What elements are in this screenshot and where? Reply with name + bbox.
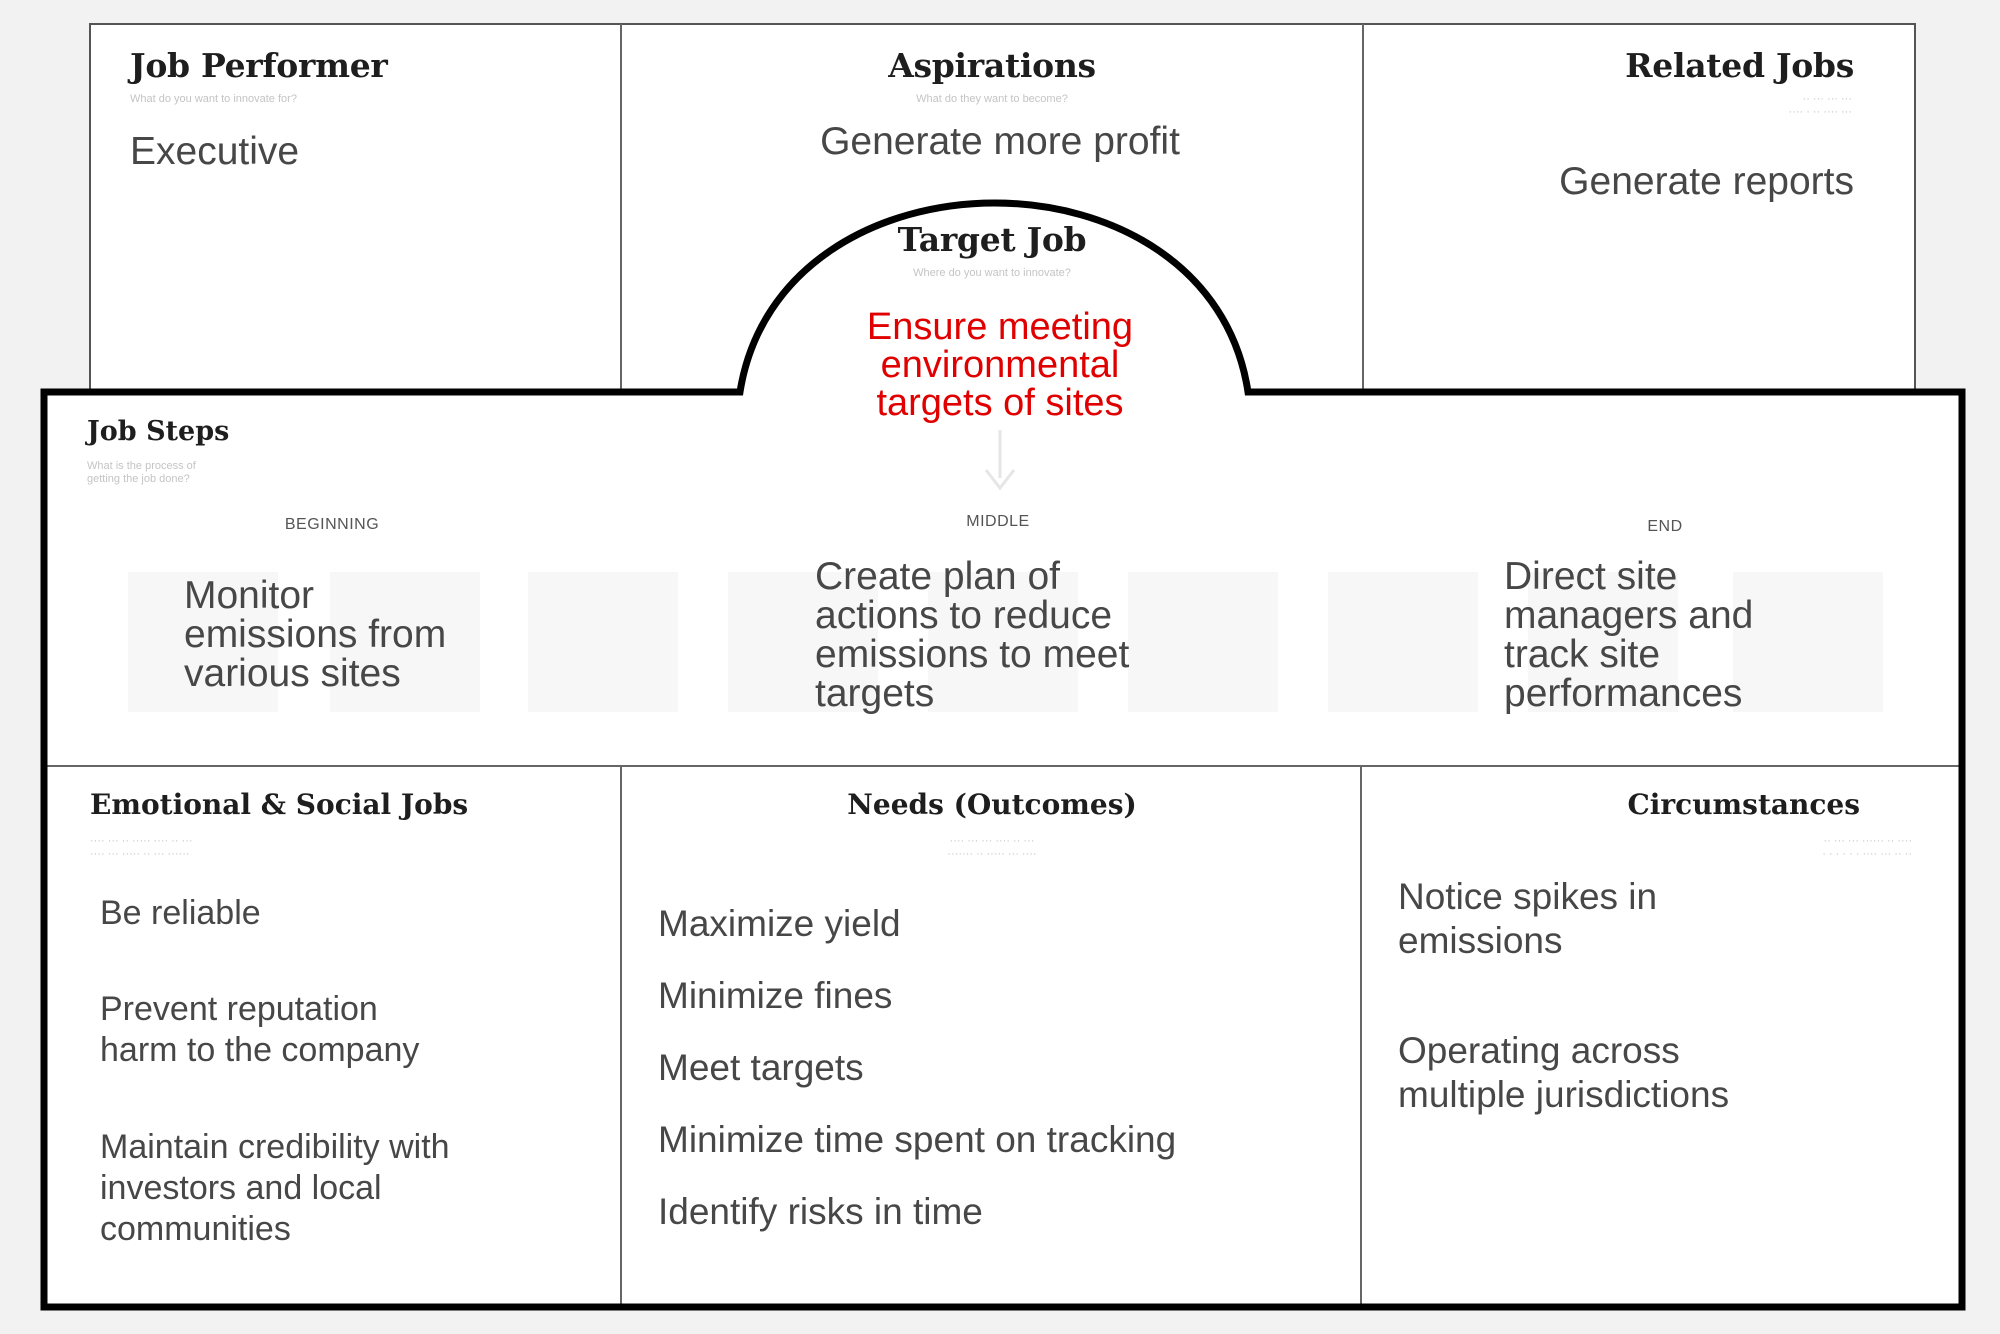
circumstances-item-line: Operating across [1398, 1030, 1680, 1071]
emotional-social-subtitle: ···· ··· ·· ····· ···· ·· ······· ··· ··… [90, 835, 193, 861]
circumstances-subtitle: ·· ··· ··· ······ ·· ····· · · · · · ···… [1822, 835, 1912, 861]
needs-item: Maximize yield [658, 903, 901, 944]
job-performer-subtitle: What do you want to innovate for? [130, 93, 297, 105]
placeholder-note [1733, 572, 1883, 712]
emotional-item: Prevent reputation harm to the company [100, 989, 419, 1071]
placeholder-note [1528, 572, 1678, 712]
needs-item: Minimize fines [658, 975, 893, 1016]
phase-beginning: BEGINNING [284, 516, 380, 533]
step-line: Direct site [1504, 555, 1678, 598]
step-line: Monitor [184, 574, 315, 617]
emotional-item: Be reliable [100, 893, 261, 934]
step-line: actions to reduce [815, 594, 1113, 637]
step-line: various sites [184, 652, 401, 695]
step-beginning: Monitor emissions from various sites [184, 576, 446, 693]
step-line: emissions to meet [815, 633, 1130, 676]
placeholder-note [728, 572, 878, 712]
step-line: Create plan of [815, 555, 1060, 598]
target-job-title: Target Job [897, 220, 1087, 259]
target-job-subtitle: Where do you want to innovate? [913, 267, 1071, 279]
circumstances-item-line: Notice spikes in [1398, 876, 1658, 917]
job-steps-subtitle: What is the process of getting the job d… [87, 460, 196, 486]
circumstances-item-line: multiple jurisdictions [1398, 1074, 1730, 1116]
step-line: emissions from [184, 613, 447, 656]
target-job-line: targets of sites [876, 382, 1124, 424]
main-panel-fill [44, 392, 1964, 1309]
target-job-value: Ensure meeting environmental targets of … [800, 308, 1200, 422]
job-steps-title: Job Steps [87, 416, 230, 447]
step-end: Direct site managers and track site perf… [1504, 557, 1753, 713]
related-jobs-title: Related Jobs [1625, 46, 1854, 85]
needs-item: Identify risks in time [658, 1191, 983, 1232]
phase-middle: MIDDLE [966, 513, 1030, 530]
step-line: managers and [1504, 594, 1754, 637]
emotional-item-line: harm to the company [100, 1030, 420, 1069]
circumstances-item: Operating across multiple jurisdictions [1398, 1029, 1729, 1118]
emotional-item-line: Prevent reputation [100, 990, 378, 1028]
step-line: track site [1504, 633, 1661, 676]
placeholder-note [1328, 572, 1478, 712]
circumstances-title: Circumstances [1627, 788, 1860, 821]
circumstances-item-line: emissions [1398, 920, 1563, 962]
step-middle: Create plan of actions to reduce emissio… [815, 557, 1129, 713]
job-steps-subtitle-line: getting the job done? [87, 473, 190, 486]
emotional-social-title: Emotional & Social Jobs [90, 788, 469, 821]
target-arrow-head [984, 469, 1016, 491]
needs-list: Maximize yield Minimize fines Meet targe… [658, 888, 1176, 1248]
target-job-line: Ensure meeting [866, 306, 1134, 348]
phase-end: END [1647, 518, 1683, 535]
job-performer-value: Executive [130, 130, 300, 173]
step-line: performances [1504, 672, 1743, 715]
needs-subtitle: ···· ··· ··· ···· ·· ·········· ·· ·····… [947, 835, 1037, 861]
aspirations-title: Aspirations [888, 46, 1096, 85]
placeholder-note [330, 572, 480, 712]
placeholder-note [528, 572, 678, 712]
placeholder-note [1128, 572, 1278, 712]
needs-title: Needs (Outcomes) [847, 788, 1137, 821]
related-jobs-value: Generate reports [1559, 160, 1854, 203]
job-steps-subtitle-line: What is the process of [87, 460, 196, 472]
emotional-item-line: investors and local [100, 1168, 382, 1207]
emotional-item-line: communities [100, 1209, 291, 1248]
circumstances-item: Notice spikes in emissions [1398, 875, 1657, 964]
emotional-item-line: Maintain credibility with [100, 1128, 450, 1166]
aspirations-value: Generate more profit [820, 120, 1180, 163]
related-jobs-subtitle: ·· ··· ··· ······· · ·· ···· ··· [1788, 93, 1852, 118]
placeholder-note [928, 572, 1078, 712]
emotional-item: Maintain credibility with investors and … [100, 1127, 450, 1249]
needs-item: Minimize time spent on tracking [658, 1119, 1177, 1160]
target-arch-fill [740, 203, 1248, 392]
target-job-line: environmental [880, 344, 1120, 386]
step-line: targets [815, 672, 935, 715]
needs-item: Meet targets [658, 1047, 864, 1088]
main-frame-border [40, 199, 1966, 1311]
emotional-item-line: Be reliable [100, 894, 261, 932]
job-performer-title: Job Performer [130, 46, 388, 85]
aspirations-subtitle: What do they want to become? [916, 93, 1068, 105]
placeholder-note [128, 572, 278, 712]
